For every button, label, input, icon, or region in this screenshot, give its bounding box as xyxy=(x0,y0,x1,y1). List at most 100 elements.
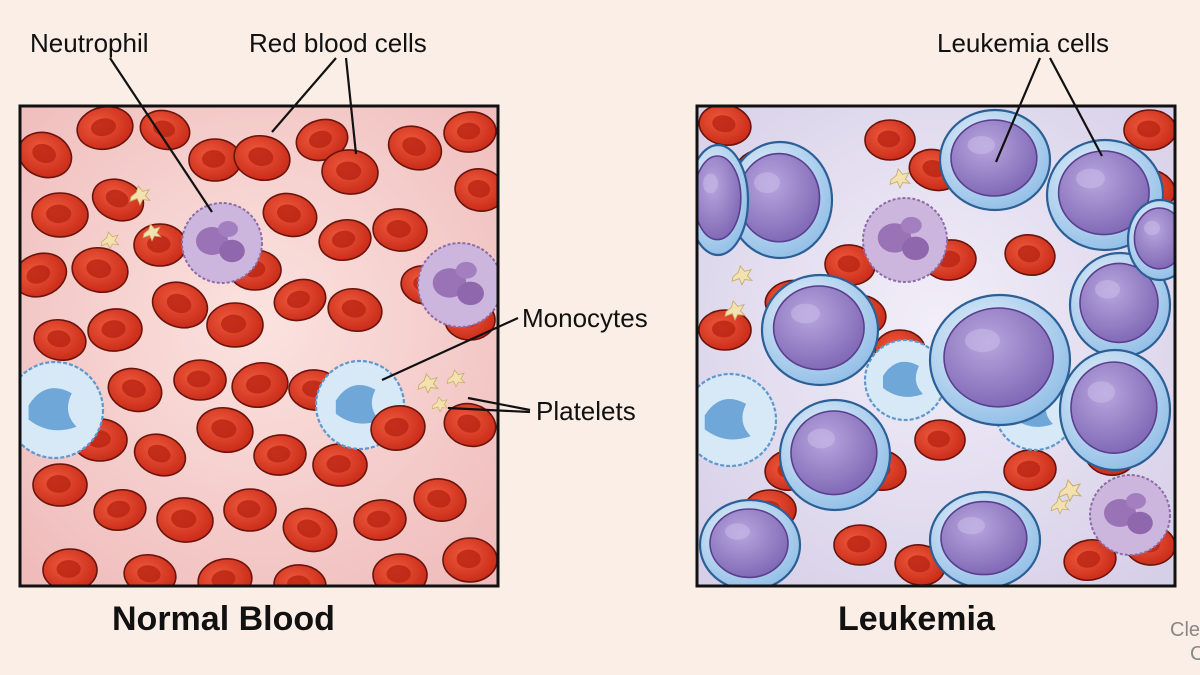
red-blood-cell xyxy=(262,192,318,238)
red-blood-cell xyxy=(133,223,187,267)
platelet xyxy=(724,300,747,321)
red-blood-cell xyxy=(93,488,147,532)
platelet xyxy=(431,396,449,413)
red-blood-cell xyxy=(31,192,89,238)
red-blood-cell xyxy=(372,208,428,252)
leukemia-leader-1 xyxy=(994,57,1042,163)
leukemia-cells-label: Leukemia cells xyxy=(937,28,1109,58)
red-blood-cell xyxy=(442,537,498,583)
red-blood-cell xyxy=(318,218,372,262)
leukemia-cell xyxy=(698,498,802,586)
red-blood-cell xyxy=(173,359,227,401)
red-blood-cell xyxy=(443,402,497,448)
red-blood-cell xyxy=(1003,449,1057,491)
red-blood-cell xyxy=(413,478,467,522)
red-blood-cell xyxy=(253,434,307,476)
red-blood-cell xyxy=(443,111,497,153)
leukemia-frame xyxy=(695,104,1177,588)
red-blood-cell xyxy=(370,405,426,451)
red-blood-cell xyxy=(914,419,966,461)
neutrophil-label: Neutrophil xyxy=(30,28,149,58)
red-blood-cell xyxy=(372,553,428,586)
red-blood-cell xyxy=(33,318,87,362)
platelet xyxy=(417,373,440,394)
leukemia-cell xyxy=(928,490,1042,586)
normal-blood-frame xyxy=(18,104,500,588)
leukemia-title: Leukemia xyxy=(838,600,995,638)
rbc-leader-2 xyxy=(344,57,358,155)
neutrophil-cell xyxy=(417,242,498,328)
red-blood-cell xyxy=(91,178,145,222)
leukemia-cell xyxy=(697,143,750,257)
red-blood-cell xyxy=(321,149,379,195)
red-blood-cell xyxy=(223,488,277,532)
platelet-leader-2 xyxy=(447,406,531,414)
platelet xyxy=(129,185,152,206)
red-blood-cell xyxy=(206,302,264,348)
red-blood-cell xyxy=(156,497,214,543)
platelet xyxy=(889,168,912,189)
red-blood-cell xyxy=(353,499,407,541)
leukemia-cell xyxy=(938,108,1052,212)
red-blood-cell xyxy=(312,443,368,487)
credit-line-2: C xyxy=(1190,643,1200,665)
platelet xyxy=(100,231,120,250)
credit-text: Cle C xyxy=(1170,618,1200,666)
red-blood-cell xyxy=(32,463,88,507)
red-blood-cell xyxy=(824,244,876,286)
neutrophil-cell xyxy=(181,202,263,284)
leader-lines xyxy=(109,57,1103,414)
red-blood-cell xyxy=(833,524,887,566)
red-blood-cell xyxy=(42,548,98,586)
platelet xyxy=(731,265,754,286)
monocyte-cell xyxy=(20,360,105,460)
red-blood-cell xyxy=(698,106,752,147)
platelet-leader-1 xyxy=(467,396,531,412)
red-blood-cell xyxy=(454,168,498,212)
red-blood-cell xyxy=(1123,109,1175,151)
neutrophil-leader xyxy=(109,57,213,213)
red-blood-cell xyxy=(387,125,443,171)
leukemia-cell xyxy=(726,140,834,260)
red-blood-cell xyxy=(20,131,73,179)
red-blood-cell xyxy=(1063,538,1117,582)
platelets-label: Platelets xyxy=(536,396,636,426)
red-blood-cells-label: Red blood cells xyxy=(249,28,427,58)
red-blood-cell xyxy=(233,134,291,182)
red-blood-cell xyxy=(87,308,143,352)
monocyte-cell xyxy=(863,338,947,422)
normal-blood-panel xyxy=(18,104,500,588)
neutrophil-cell xyxy=(862,197,948,283)
red-blood-cell xyxy=(1004,234,1056,276)
platelet xyxy=(446,369,466,388)
red-blood-cell xyxy=(231,361,289,409)
leukemia-leader-2 xyxy=(1049,57,1103,157)
monocyte-leader xyxy=(381,316,519,382)
rbc-leader-1 xyxy=(271,57,337,133)
leukemia-cell xyxy=(1126,198,1175,282)
platelet xyxy=(142,223,162,242)
red-blood-cell xyxy=(107,367,163,413)
red-blood-cell xyxy=(698,309,752,351)
leukemia-cell xyxy=(778,398,892,512)
leukemia-cell xyxy=(1058,348,1172,472)
red-blood-cell xyxy=(20,252,68,298)
red-blood-cell xyxy=(151,281,209,329)
leukemia-cell xyxy=(760,273,880,387)
monocyte-cell xyxy=(697,372,778,468)
normal-blood-title: Normal Blood xyxy=(112,600,335,638)
red-blood-cell xyxy=(188,138,242,182)
red-blood-cell xyxy=(273,278,327,322)
red-blood-cell xyxy=(282,507,338,553)
leukemia-cell xyxy=(928,293,1072,427)
red-blood-cell xyxy=(133,433,187,477)
platelet xyxy=(1050,496,1070,515)
red-blood-cell xyxy=(327,287,383,333)
monocytes-label: Monocytes xyxy=(522,303,648,333)
red-blood-cell xyxy=(71,246,129,294)
credit-line-1: Cle xyxy=(1170,619,1200,641)
leukemia-blood-cells xyxy=(697,106,1175,586)
red-blood-cell xyxy=(196,406,254,454)
leukemia-panel xyxy=(695,104,1177,588)
